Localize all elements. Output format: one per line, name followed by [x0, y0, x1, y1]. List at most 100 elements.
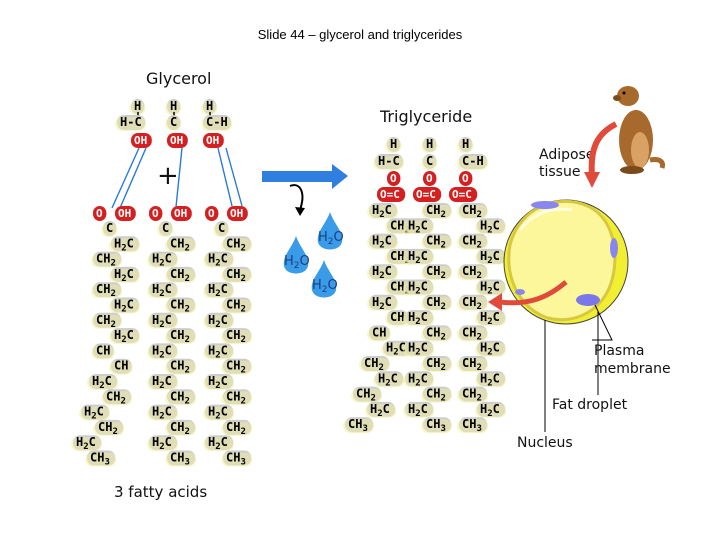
fatty-acid-3-atom-9: H2C: [203, 343, 235, 360]
svg-text:H2C: H2C: [92, 374, 112, 391]
svg-text:H2C: H2C: [408, 402, 428, 419]
nucleus-label: Nucleus: [517, 435, 573, 451]
fatty-acid-2-atom-8: CH2: [165, 328, 197, 345]
fatty-acid-3-atom-15: H2C: [203, 435, 235, 452]
fatty-acids-label: 3 fatty acids: [114, 483, 207, 501]
water-drop: H2O: [311, 260, 338, 298]
svg-text:H2C: H2C: [408, 280, 428, 297]
plasma-membrane-label-line2: membrane: [594, 361, 671, 377]
svg-text:H2C: H2C: [208, 313, 228, 330]
svg-text:OH: OH: [134, 134, 147, 147]
fatty-acid-3-atom-1: C: [213, 221, 230, 237]
svg-text:OH: OH: [206, 134, 219, 147]
glycerol-h-1: H: [129, 99, 146, 115]
svg-text:H2C: H2C: [152, 343, 172, 360]
glycerol-h-3: H: [201, 99, 218, 115]
trig-chain-2-atom-11: CH2: [421, 356, 453, 373]
fatty-acid-2-atom-9: H2C: [147, 343, 179, 360]
trig-chain-2-atom-14: H2C: [403, 401, 435, 419]
fat-droplet-label: Fat droplet: [552, 397, 628, 413]
fatty-acid-2-atom-2: CH2: [165, 236, 197, 253]
trig-chain-1-atom-15: CH3: [343, 417, 375, 434]
svg-text:O=C: O=C: [452, 188, 472, 201]
glycerol-oh-3: OH: [203, 133, 224, 148]
svg-text:H2C: H2C: [408, 249, 428, 266]
svg-text:H2C: H2C: [480, 341, 500, 358]
trig-chain-3-atom-6: H2C: [475, 279, 507, 297]
trig-carbon-2: C: [421, 154, 438, 170]
trig-chain-2-atom-9: CH2: [421, 325, 453, 342]
fatty-acid-1-atom-15: H2C: [71, 435, 103, 452]
svg-text:O: O: [390, 172, 397, 185]
trig-chain-1-atom-1: H2C: [367, 203, 399, 220]
trig-chain-1-atom-5: H2C: [367, 264, 399, 281]
water-drop: H2O: [283, 236, 310, 274]
trig-chain-3-atom-4: H2C: [475, 248, 507, 266]
fatty-acid-2-atom-5: H2C: [147, 282, 179, 299]
fatty-acid-1-atom-14: CH2: [93, 419, 125, 437]
adipose-label-line1: Adipose: [539, 147, 594, 163]
cell-to-molecule-arrow-head: [488, 293, 502, 311]
trig-chain-3-atom-14: H2C: [475, 401, 507, 419]
fatty-acid-3-atom-7: H2C: [203, 312, 235, 330]
trig-h-2: H: [421, 137, 438, 153]
leader-lines: [544, 304, 613, 432]
fatty-acid-2-atom-1: C: [157, 221, 174, 237]
svg-text:H2C: H2C: [408, 371, 428, 388]
svg-text:H2C: H2C: [114, 298, 134, 315]
fatty-acid-3-atom-4: CH2: [221, 266, 253, 284]
trig-chain-2-atom-6: H2C: [403, 279, 435, 297]
trig-chain-2-atom-15: CH3: [421, 417, 453, 434]
triglyceride-label: Triglyceride: [379, 107, 472, 126]
fatty-acid-1-atom-9: CH: [91, 343, 115, 360]
fatty-acid-2-atom-14: CH2: [165, 419, 197, 437]
svg-text:O: O: [426, 172, 433, 185]
svg-text:H2C: H2C: [408, 341, 428, 358]
fatty-acid-3-atom-14: CH2: [221, 419, 253, 437]
svg-text:CH: CH: [96, 343, 110, 357]
triglyceride-chains: H2CCH2H2CCH2H2CCH2H2CCHCHH2CCH2H2CCH2H2C…: [343, 203, 507, 434]
fatty-acid-2-atom-4: CH2: [165, 266, 197, 284]
fatty-acid-3-atom-5: H2C: [203, 282, 235, 299]
svg-text:H2C: H2C: [114, 267, 134, 284]
svg-text:C-H: C-H: [206, 115, 228, 129]
trig-chain-3-atom-3: CH2: [457, 233, 489, 251]
svg-text:H2C: H2C: [372, 295, 392, 312]
fatty-acid-2-atom-11: H2C: [147, 374, 179, 391]
groundhog-illustration: [613, 86, 665, 174]
fatty-acid-1-atom-16: CH3: [85, 450, 117, 468]
svg-text:H2C: H2C: [480, 249, 500, 266]
water-label: H2O: [284, 254, 310, 271]
plus-sign: +: [157, 161, 179, 191]
svg-text:H2C: H2C: [480, 280, 500, 297]
trig-chain-2-atom-13: CH2: [421, 386, 453, 404]
svg-text:H2C: H2C: [114, 236, 134, 253]
trig-chain-1-atom-3: H2C: [367, 233, 399, 251]
fatty-acid-2-atom-10: CH2: [165, 358, 197, 376]
svg-text:H2C: H2C: [152, 374, 172, 391]
fatty-acid-3-o: O: [205, 206, 219, 221]
svg-text:C: C: [106, 221, 113, 235]
trig-chain-2-atom-3: CH2: [421, 233, 453, 251]
fatty-acid-1-o: O: [93, 206, 107, 221]
water-release-arrow: [289, 184, 304, 211]
svg-text:H2C: H2C: [152, 405, 172, 422]
fatty-acid-3-atom-10: CH2: [221, 358, 253, 376]
trig-h-1: H: [385, 137, 402, 153]
reaction-arrow-shaft: [262, 171, 334, 182]
trig-chain-2-atom-8: H2C: [403, 310, 435, 327]
svg-text:H2C: H2C: [480, 371, 500, 388]
trig-chain-3-atom-15: CH3: [457, 417, 489, 434]
fatty-acid-1-atom-2: H2C: [109, 236, 141, 253]
fatty-acid-1-oh: OH: [115, 206, 136, 221]
trig-carbon-3: C-H: [457, 154, 489, 170]
svg-text:O=C: O=C: [416, 188, 436, 201]
svg-text:H2C: H2C: [408, 218, 428, 235]
adipose-cell: [503, 199, 629, 325]
adipose-zoom-arrow-head: [584, 172, 600, 188]
fatty-acid-1-atom-12: CH2: [101, 389, 133, 406]
fatty-acid-3-oh: OH: [227, 206, 248, 221]
trig-ester-2: O=C: [413, 187, 442, 202]
fatty-acid-1-atom-8: H2C: [109, 328, 141, 345]
